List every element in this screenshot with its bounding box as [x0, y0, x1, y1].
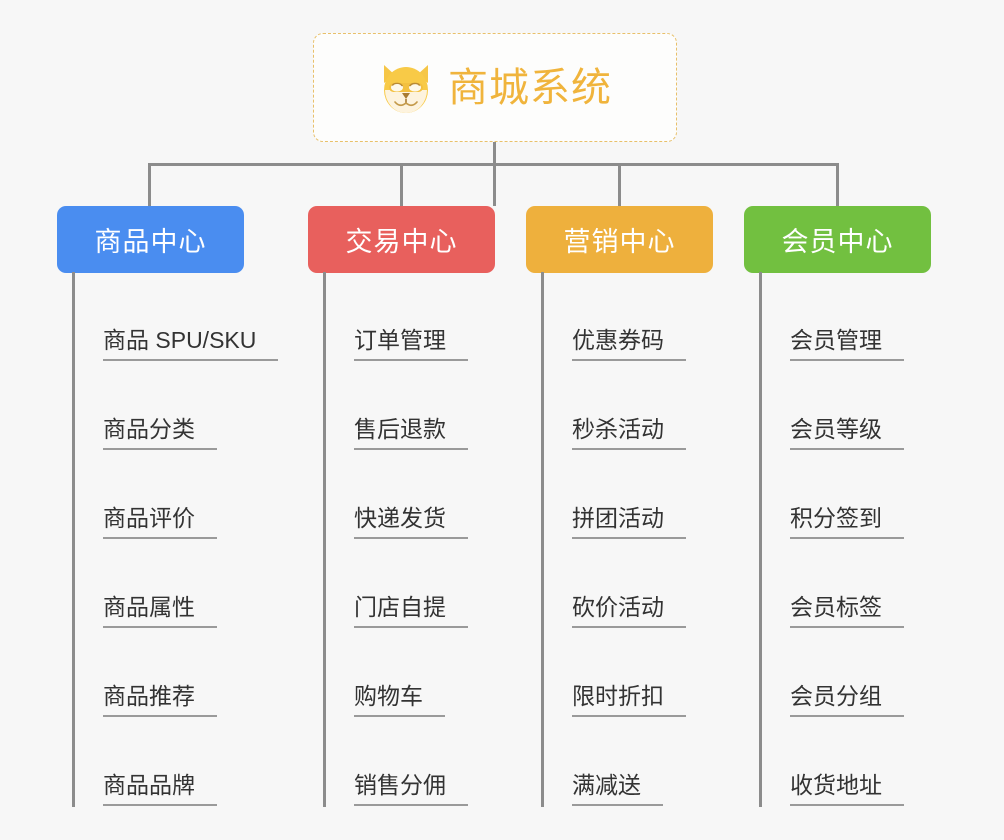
leaf-item[interactable]: 售后退款 [323, 361, 468, 450]
leaf-item[interactable]: 商品推荐 [72, 628, 278, 717]
branch-title: 营销中心 [563, 227, 676, 257]
branch-title: 交易中心 [345, 227, 458, 257]
branch-spine [323, 272, 326, 807]
leaf-item[interactable]: 会员管理 [759, 272, 904, 361]
branch-drop-connector-3 [618, 163, 621, 207]
branch-header-trade[interactable]: 交易中心 [308, 206, 495, 273]
leaf-item[interactable]: 订单管理 [323, 272, 468, 361]
leaf-item[interactable]: 秒杀活动 [541, 361, 686, 450]
branch-header-marketing[interactable]: 营销中心 [526, 206, 713, 273]
branch-items-product: 商品 SPU/SKU 商品分类 商品评价 商品属性 商品推荐 商品品牌 [72, 272, 279, 807]
leaf-label: 商品 SPU/SKU [103, 327, 279, 361]
branch-items-member: 会员管理 会员等级 积分签到 会员标签 会员分组 收货地址 [759, 272, 904, 807]
leaf-item[interactable]: 满减送 [541, 717, 686, 806]
leaf-item[interactable]: 商品分类 [72, 361, 278, 450]
leaf-item[interactable]: 拼团活动 [541, 450, 686, 539]
leaf-label: 商品属性 [103, 594, 217, 628]
leaf-item[interactable]: 商品品牌 [72, 717, 278, 806]
leaf-label: 快递发货 [354, 505, 468, 539]
leaf-label: 收货地址 [790, 772, 904, 806]
branch-spine [72, 272, 75, 807]
branch-items-marketing: 优惠券码 秒杀活动 拼团活动 砍价活动 限时折扣 满减送 [541, 272, 686, 807]
leaf-label: 商品推荐 [103, 683, 217, 717]
leaf-label: 会员等级 [790, 416, 904, 450]
leaf-label: 优惠券码 [572, 327, 686, 361]
leaf-label: 商品品牌 [103, 772, 217, 806]
branch-header-product[interactable]: 商品中心 [57, 206, 244, 273]
leaf-label: 会员标签 [790, 594, 904, 628]
leaf-item[interactable]: 商品 SPU/SKU [72, 272, 279, 361]
leaf-item[interactable]: 会员标签 [759, 539, 904, 628]
leaf-label: 订单管理 [354, 327, 468, 361]
leaf-item[interactable]: 商品评价 [72, 450, 278, 539]
root-node[interactable]: 商城系统 [313, 33, 677, 142]
leaf-item[interactable]: 优惠券码 [541, 272, 686, 361]
leaf-label: 拼团活动 [572, 505, 686, 539]
leaf-label: 商品评价 [103, 505, 217, 539]
leaf-label: 购物车 [354, 683, 445, 717]
leaf-label: 积分签到 [790, 505, 904, 539]
branch-spine [759, 272, 762, 807]
leaf-label: 砍价活动 [572, 594, 686, 628]
branch-items-trade: 订单管理 售后退款 快递发货 门店自提 购物车 销售分佣 [323, 272, 468, 807]
leaf-label: 会员分组 [790, 683, 904, 717]
leaf-item[interactable]: 门店自提 [323, 539, 468, 628]
leaf-item[interactable]: 积分签到 [759, 450, 904, 539]
leaf-item[interactable]: 砍价活动 [541, 539, 686, 628]
leaf-item[interactable]: 销售分佣 [323, 717, 468, 806]
branch-spine [541, 272, 544, 807]
leaf-label: 秒杀活动 [572, 416, 686, 450]
leaf-item[interactable]: 商品属性 [72, 539, 278, 628]
leaf-item[interactable]: 购物车 [323, 628, 468, 717]
leaf-label: 限时折扣 [572, 683, 686, 717]
root-title: 商城系统 [448, 65, 612, 110]
leaf-item[interactable]: 收货地址 [759, 717, 904, 806]
branch-title: 会员中心 [781, 227, 894, 257]
branch-title: 商品中心 [94, 227, 207, 257]
leaf-label: 销售分佣 [354, 772, 468, 806]
branch-drop-connector-1 [148, 163, 151, 207]
branch-drop-connector-2 [400, 163, 403, 207]
shiba-dog-icon [384, 64, 428, 113]
branch-drop-connector-4 [836, 163, 839, 207]
leaf-label: 门店自提 [354, 594, 468, 628]
leaf-item[interactable]: 会员分组 [759, 628, 904, 717]
leaf-label: 会员管理 [790, 327, 904, 361]
leaf-label: 商品分类 [103, 416, 217, 450]
leaf-label: 售后退款 [354, 416, 468, 450]
leaf-item[interactable]: 限时折扣 [541, 628, 686, 717]
leaf-label: 满减送 [572, 772, 663, 806]
leaf-item[interactable]: 快递发货 [323, 450, 468, 539]
root-trunk-connector [493, 142, 496, 206]
branch-header-member[interactable]: 会员中心 [744, 206, 931, 273]
leaf-item[interactable]: 会员等级 [759, 361, 904, 450]
branch-bus-connector [148, 163, 839, 166]
